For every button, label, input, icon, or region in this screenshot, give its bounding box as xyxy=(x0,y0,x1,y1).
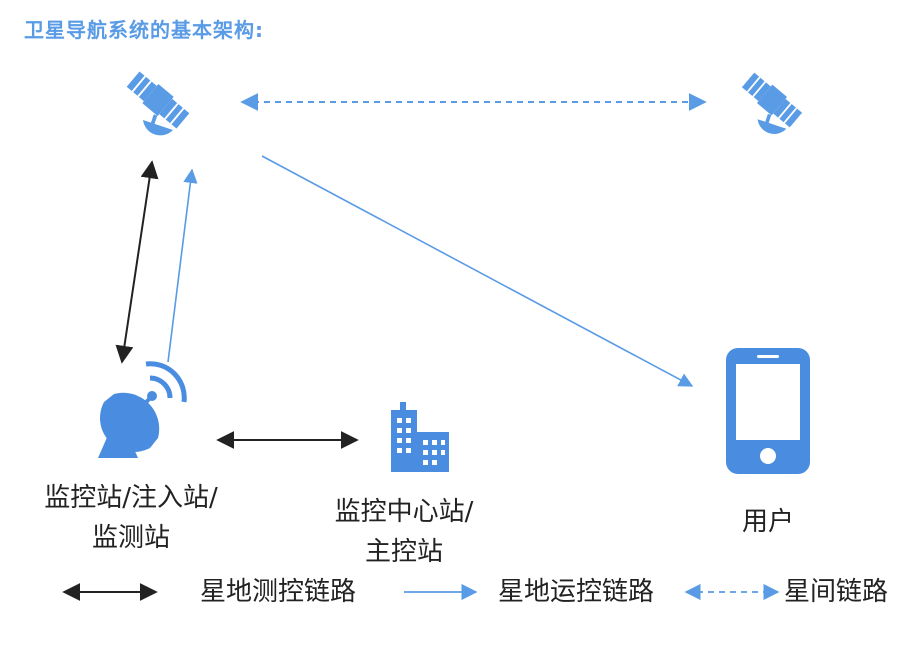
monitor-station-label-line2: 监测站 xyxy=(91,523,170,553)
diagram-title: 卫星导航系统的基本架构: xyxy=(24,18,264,42)
monitor-station-label: 监控站/注入站/ 监测站 xyxy=(22,478,240,558)
satellite-user-link xyxy=(261,155,694,387)
monitor-satellite-measure-link xyxy=(115,160,159,364)
legend-measure-control-label: 星地测控链路 xyxy=(200,577,357,607)
master-station-label: 监控中心站/ 主控站 xyxy=(318,492,490,572)
user-label: 用户 xyxy=(741,507,794,537)
monitor-station-label-line1: 监控站/注入站/ xyxy=(44,483,218,513)
satellite-dish-icon xyxy=(98,361,187,458)
monitor-satellite-operation-link xyxy=(167,168,198,363)
master-station-label-line1: 监控中心站/ xyxy=(334,497,474,527)
legend-operation-control-label: 星地运控链路 xyxy=(498,577,655,607)
building-icon xyxy=(391,402,449,472)
smartphone-icon xyxy=(726,348,810,474)
satellite-right-icon xyxy=(738,68,806,136)
satellite-left-icon xyxy=(123,67,193,138)
legend-inter-satellite-label: 星间链路 xyxy=(784,577,889,607)
master-station-label-line2: 主控站 xyxy=(364,537,443,567)
